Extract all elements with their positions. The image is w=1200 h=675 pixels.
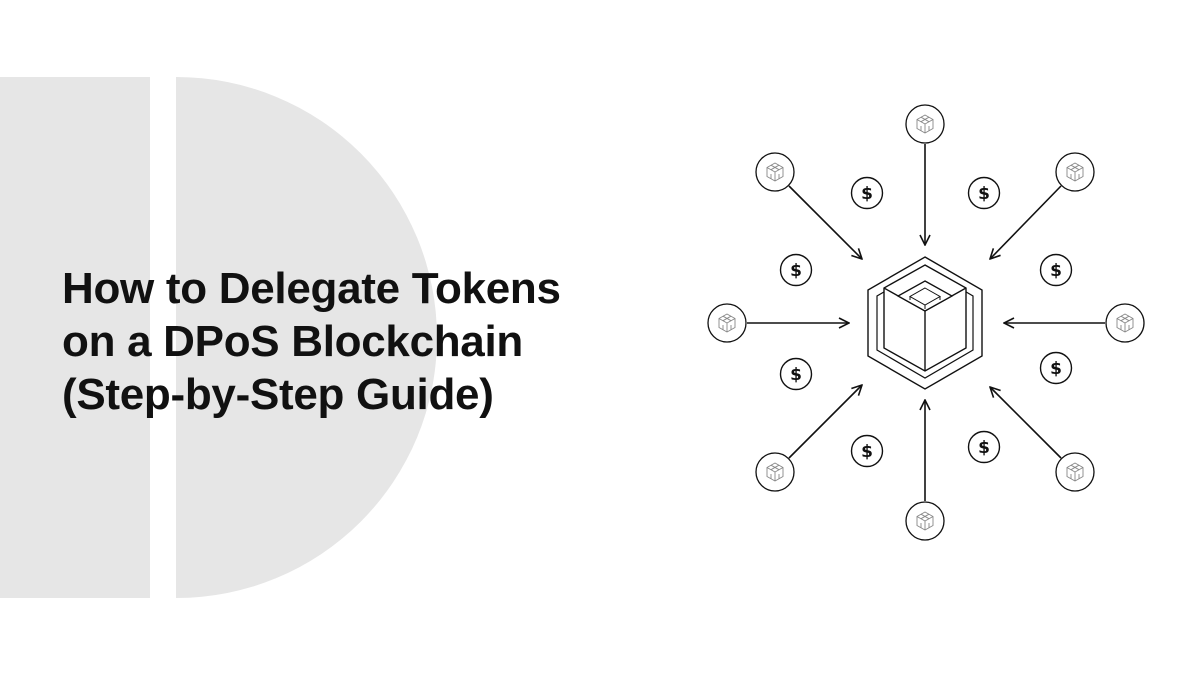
dollar-coins: $ $ $ $ $ $ $ $ [779,176,1073,468]
cube-node-icon [905,501,945,541]
cube-node-icon [1105,303,1145,343]
delegation-arrow-6 [788,385,862,459]
dollar-symbol: $ [978,184,990,204]
cube-node-icon [707,303,747,343]
dollar-coin-icon: $ [850,176,884,210]
dollar-coin-icon: $ [850,434,884,468]
dollar-coin-icon: $ [779,253,813,287]
title-line-2: on a DPoS Blockchain [62,317,523,366]
dollar-coin-icon: $ [1039,351,1073,385]
dollar-symbol: $ [790,365,802,385]
dollar-coin-icon: $ [1039,253,1073,287]
dollar-coin-icon: $ [967,430,1001,464]
dollar-coin-icon: $ [967,176,1001,210]
delegation-arrow-8 [788,185,862,259]
dollar-symbol: $ [978,438,990,458]
dollar-symbol: $ [861,184,873,204]
dollar-symbol: $ [1050,359,1062,379]
dollar-symbol: $ [790,261,802,281]
dollar-symbol: $ [861,442,873,462]
page-title: How to Delegate Tokens on a DPoS Blockch… [62,262,561,421]
delegation-arrows [747,144,1105,501]
cube-node-icon [755,152,795,192]
dollar-coin-icon: $ [779,357,813,391]
title-line-1: How to Delegate Tokens [62,264,561,313]
hexagon-cube-icon [867,256,983,390]
title-line-3: (Step-by-Step Guide) [62,370,494,419]
background-half-circle [176,77,441,598]
delegation-arrow-2 [990,185,1062,259]
cube-node-icon [1055,452,1095,492]
delegation-arrow-4 [990,387,1062,459]
cube-node-icon [1055,152,1095,192]
cube-node-icon [755,452,795,492]
background-bar [0,77,150,598]
dollar-symbol: $ [1050,261,1062,281]
cube-node-icon [905,104,945,144]
